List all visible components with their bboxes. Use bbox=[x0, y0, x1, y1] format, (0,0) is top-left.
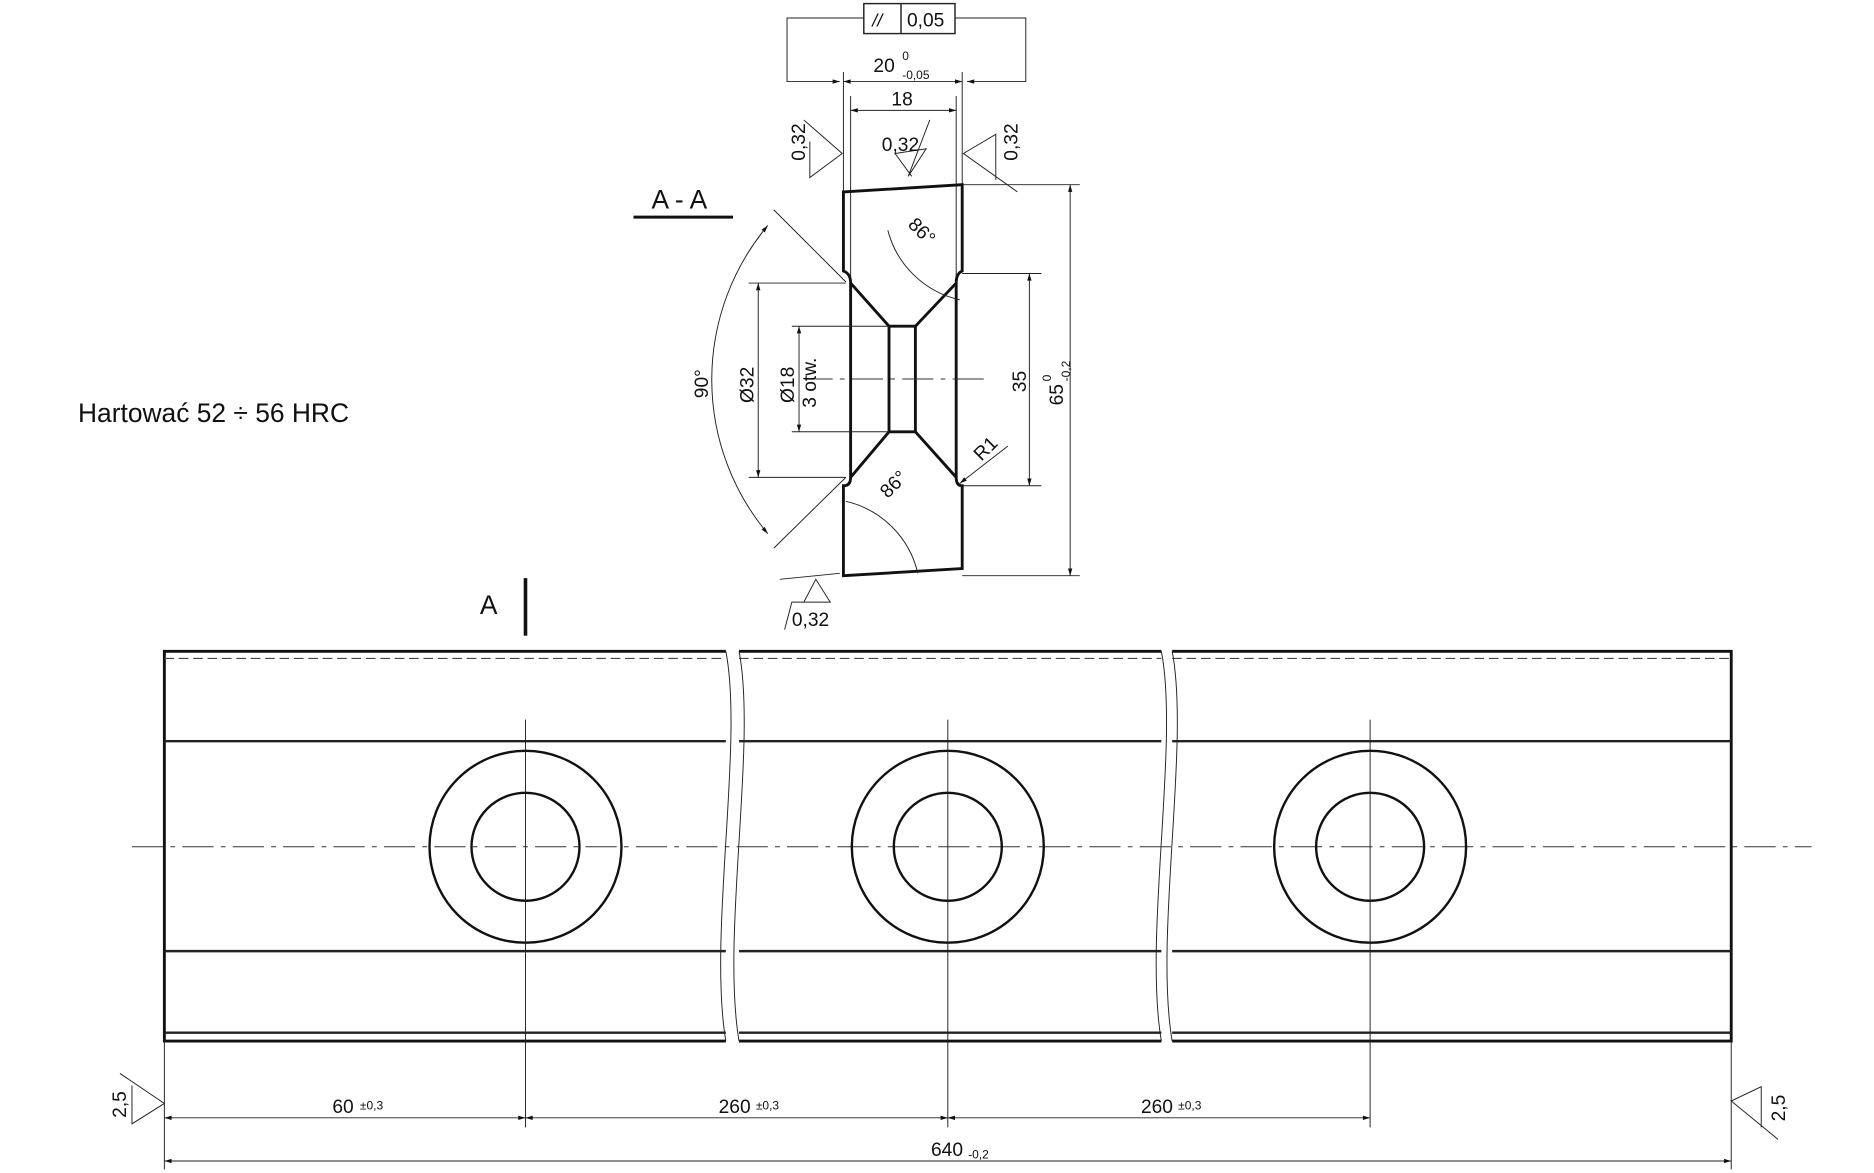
angle-86-top: 86° bbox=[887, 214, 960, 301]
svg-text:±0,3: ±0,3 bbox=[360, 1098, 384, 1112]
dim-260-a: 260 bbox=[719, 1097, 751, 1118]
break-line-1 bbox=[720, 651, 745, 1042]
svg-text:86°: 86° bbox=[876, 467, 911, 502]
parallelism-tolerance-frame: // 0,05 bbox=[786, 2, 1027, 84]
svg-text:0,32: 0,32 bbox=[789, 123, 810, 160]
svg-text:0: 0 bbox=[902, 49, 909, 63]
diameter-32-dimension: Ø32 bbox=[737, 282, 846, 478]
svg-text:-0,2: -0,2 bbox=[1059, 360, 1073, 381]
roughness-symbol-plan-right: 2,5 bbox=[1730, 1085, 1790, 1140]
angle-90-countersink: 90° bbox=[692, 209, 847, 549]
roughness-symbol-bottom: 0,32 bbox=[779, 572, 840, 631]
plan-view bbox=[131, 649, 1812, 1170]
hardening-note: Hartować 52 ÷ 56 HRC bbox=[78, 398, 349, 428]
dim-640: 640 bbox=[931, 1140, 963, 1161]
svg-text:35: 35 bbox=[1010, 371, 1031, 392]
roughness-symbol-plan-left: 2,5 bbox=[110, 1073, 166, 1125]
angle-86-bottom: 86° bbox=[845, 467, 919, 574]
svg-text:A - A: A - A bbox=[651, 185, 707, 215]
svg-text:20: 20 bbox=[873, 56, 894, 77]
roughness-symbol-top: 0,32 bbox=[882, 119, 931, 177]
svg-text:2,5: 2,5 bbox=[1769, 1095, 1790, 1122]
svg-text:Ø32: Ø32 bbox=[737, 367, 758, 403]
svg-text:2,5: 2,5 bbox=[110, 1091, 131, 1118]
dim-260-b: 260 bbox=[1141, 1097, 1173, 1118]
parallelism-symbol: // bbox=[870, 10, 884, 30]
svg-text:0,32: 0,32 bbox=[1001, 123, 1022, 160]
svg-text:0,32: 0,32 bbox=[882, 135, 919, 156]
svg-text:±0,3: ±0,3 bbox=[756, 1098, 780, 1112]
roughness-symbol-left: 0,32 bbox=[789, 119, 843, 179]
section-cut-marker: A bbox=[480, 578, 528, 636]
section-view bbox=[815, 183, 984, 578]
svg-text:65: 65 bbox=[1047, 384, 1068, 405]
svg-text:0,05: 0,05 bbox=[907, 10, 944, 31]
width-dimension: 20 0 -0,05 bbox=[842, 49, 963, 192]
height-35-dimension: 35 bbox=[962, 272, 1042, 487]
roughness-symbol-right: 0,32 bbox=[962, 123, 1022, 193]
plan-dimensions: 60 ±0,3 260 ±0,3 260 ±0,3 640 -0,2 bbox=[164, 1097, 1732, 1164]
inner-width-dimension: 18 bbox=[850, 90, 957, 284]
dim-60: 60 bbox=[332, 1097, 353, 1118]
section-label: A - A bbox=[633, 185, 734, 219]
diameter-18-dimension: Ø18 3 otw. bbox=[778, 325, 890, 433]
svg-text:90°: 90° bbox=[692, 369, 713, 398]
radius-r1: R1 bbox=[959, 433, 1009, 484]
svg-text:-0,05: -0,05 bbox=[902, 68, 930, 82]
svg-text:±0,3: ±0,3 bbox=[1178, 1098, 1202, 1112]
svg-text:-0,2: -0,2 bbox=[968, 1148, 989, 1162]
svg-text:A: A bbox=[480, 590, 498, 620]
break-line-2 bbox=[1155, 651, 1178, 1042]
svg-text:86°: 86° bbox=[903, 214, 938, 249]
svg-text:18: 18 bbox=[891, 90, 912, 111]
svg-text:R1: R1 bbox=[970, 433, 1002, 465]
svg-text:Ø18: Ø18 bbox=[778, 367, 799, 403]
height-65-dimension: 65 0 -0,2 bbox=[962, 184, 1080, 577]
svg-text:3 otw.: 3 otw. bbox=[800, 358, 821, 408]
svg-text:0,32: 0,32 bbox=[792, 610, 829, 631]
svg-text:0: 0 bbox=[1040, 374, 1054, 381]
